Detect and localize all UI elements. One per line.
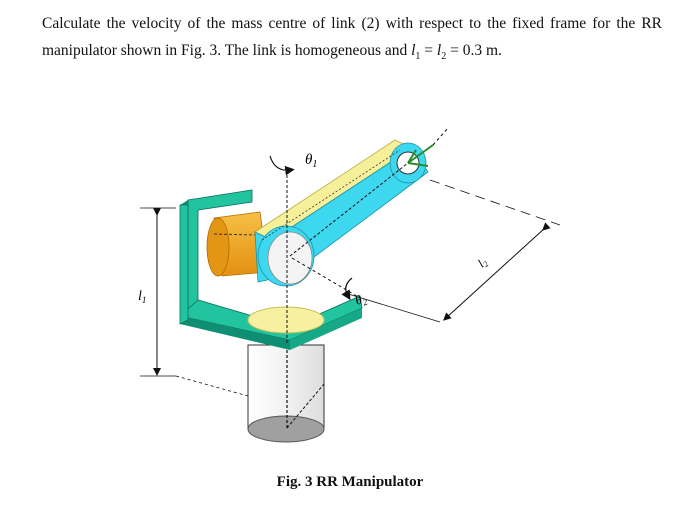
- theta2-subscript: 2: [361, 296, 369, 307]
- l1-symbol: l: [138, 289, 142, 304]
- dimension-l2: [344, 179, 561, 323]
- eq-l1-subscript: 1: [415, 51, 421, 63]
- theta2-arrow: [341, 277, 353, 301]
- joint1-disk: [247, 306, 325, 334]
- base-cylinder: [247, 344, 325, 443]
- theta2-label: θ2: [353, 290, 370, 310]
- eq-l2-symbol: l: [436, 42, 442, 59]
- eq-l1-symbol: l: [411, 42, 416, 59]
- l2-subscript: 2: [481, 259, 490, 268]
- theta1-arrow: [269, 155, 295, 176]
- l1-subscript: 1: [142, 295, 147, 305]
- eq-l2-subscript: 2: [441, 51, 447, 63]
- end-frame-axes: [407, 127, 449, 167]
- theta1-subscript: 1: [312, 159, 317, 170]
- l2-label: l2: [475, 255, 490, 271]
- joint2-axis: [291, 257, 361, 299]
- l1-label: l1: [138, 289, 146, 305]
- theta1-symbol: θ: [305, 152, 313, 168]
- theta1-label: θ1: [305, 152, 317, 170]
- problem-line-2-text: manipulator shown in Fig. 3. The link is…: [42, 42, 412, 59]
- eq-value: = 0.3 m.: [446, 42, 502, 59]
- problem-line-2: manipulator shown in Fig. 3. The link is…: [42, 37, 662, 64]
- link-2: [254, 139, 429, 287]
- frame-bracket: [179, 189, 363, 350]
- eq-equals: =: [420, 42, 437, 59]
- dimension-l1: [140, 207, 249, 397]
- figure-caption: Fig. 3 RR Manipulator: [276, 474, 424, 490]
- problem-line-1: Calculate the velocity of the mass centr…: [42, 15, 662, 32]
- problem-statement: Calculate the velocity of the mass centr…: [42, 10, 662, 64]
- theta2-symbol: θ: [353, 291, 365, 307]
